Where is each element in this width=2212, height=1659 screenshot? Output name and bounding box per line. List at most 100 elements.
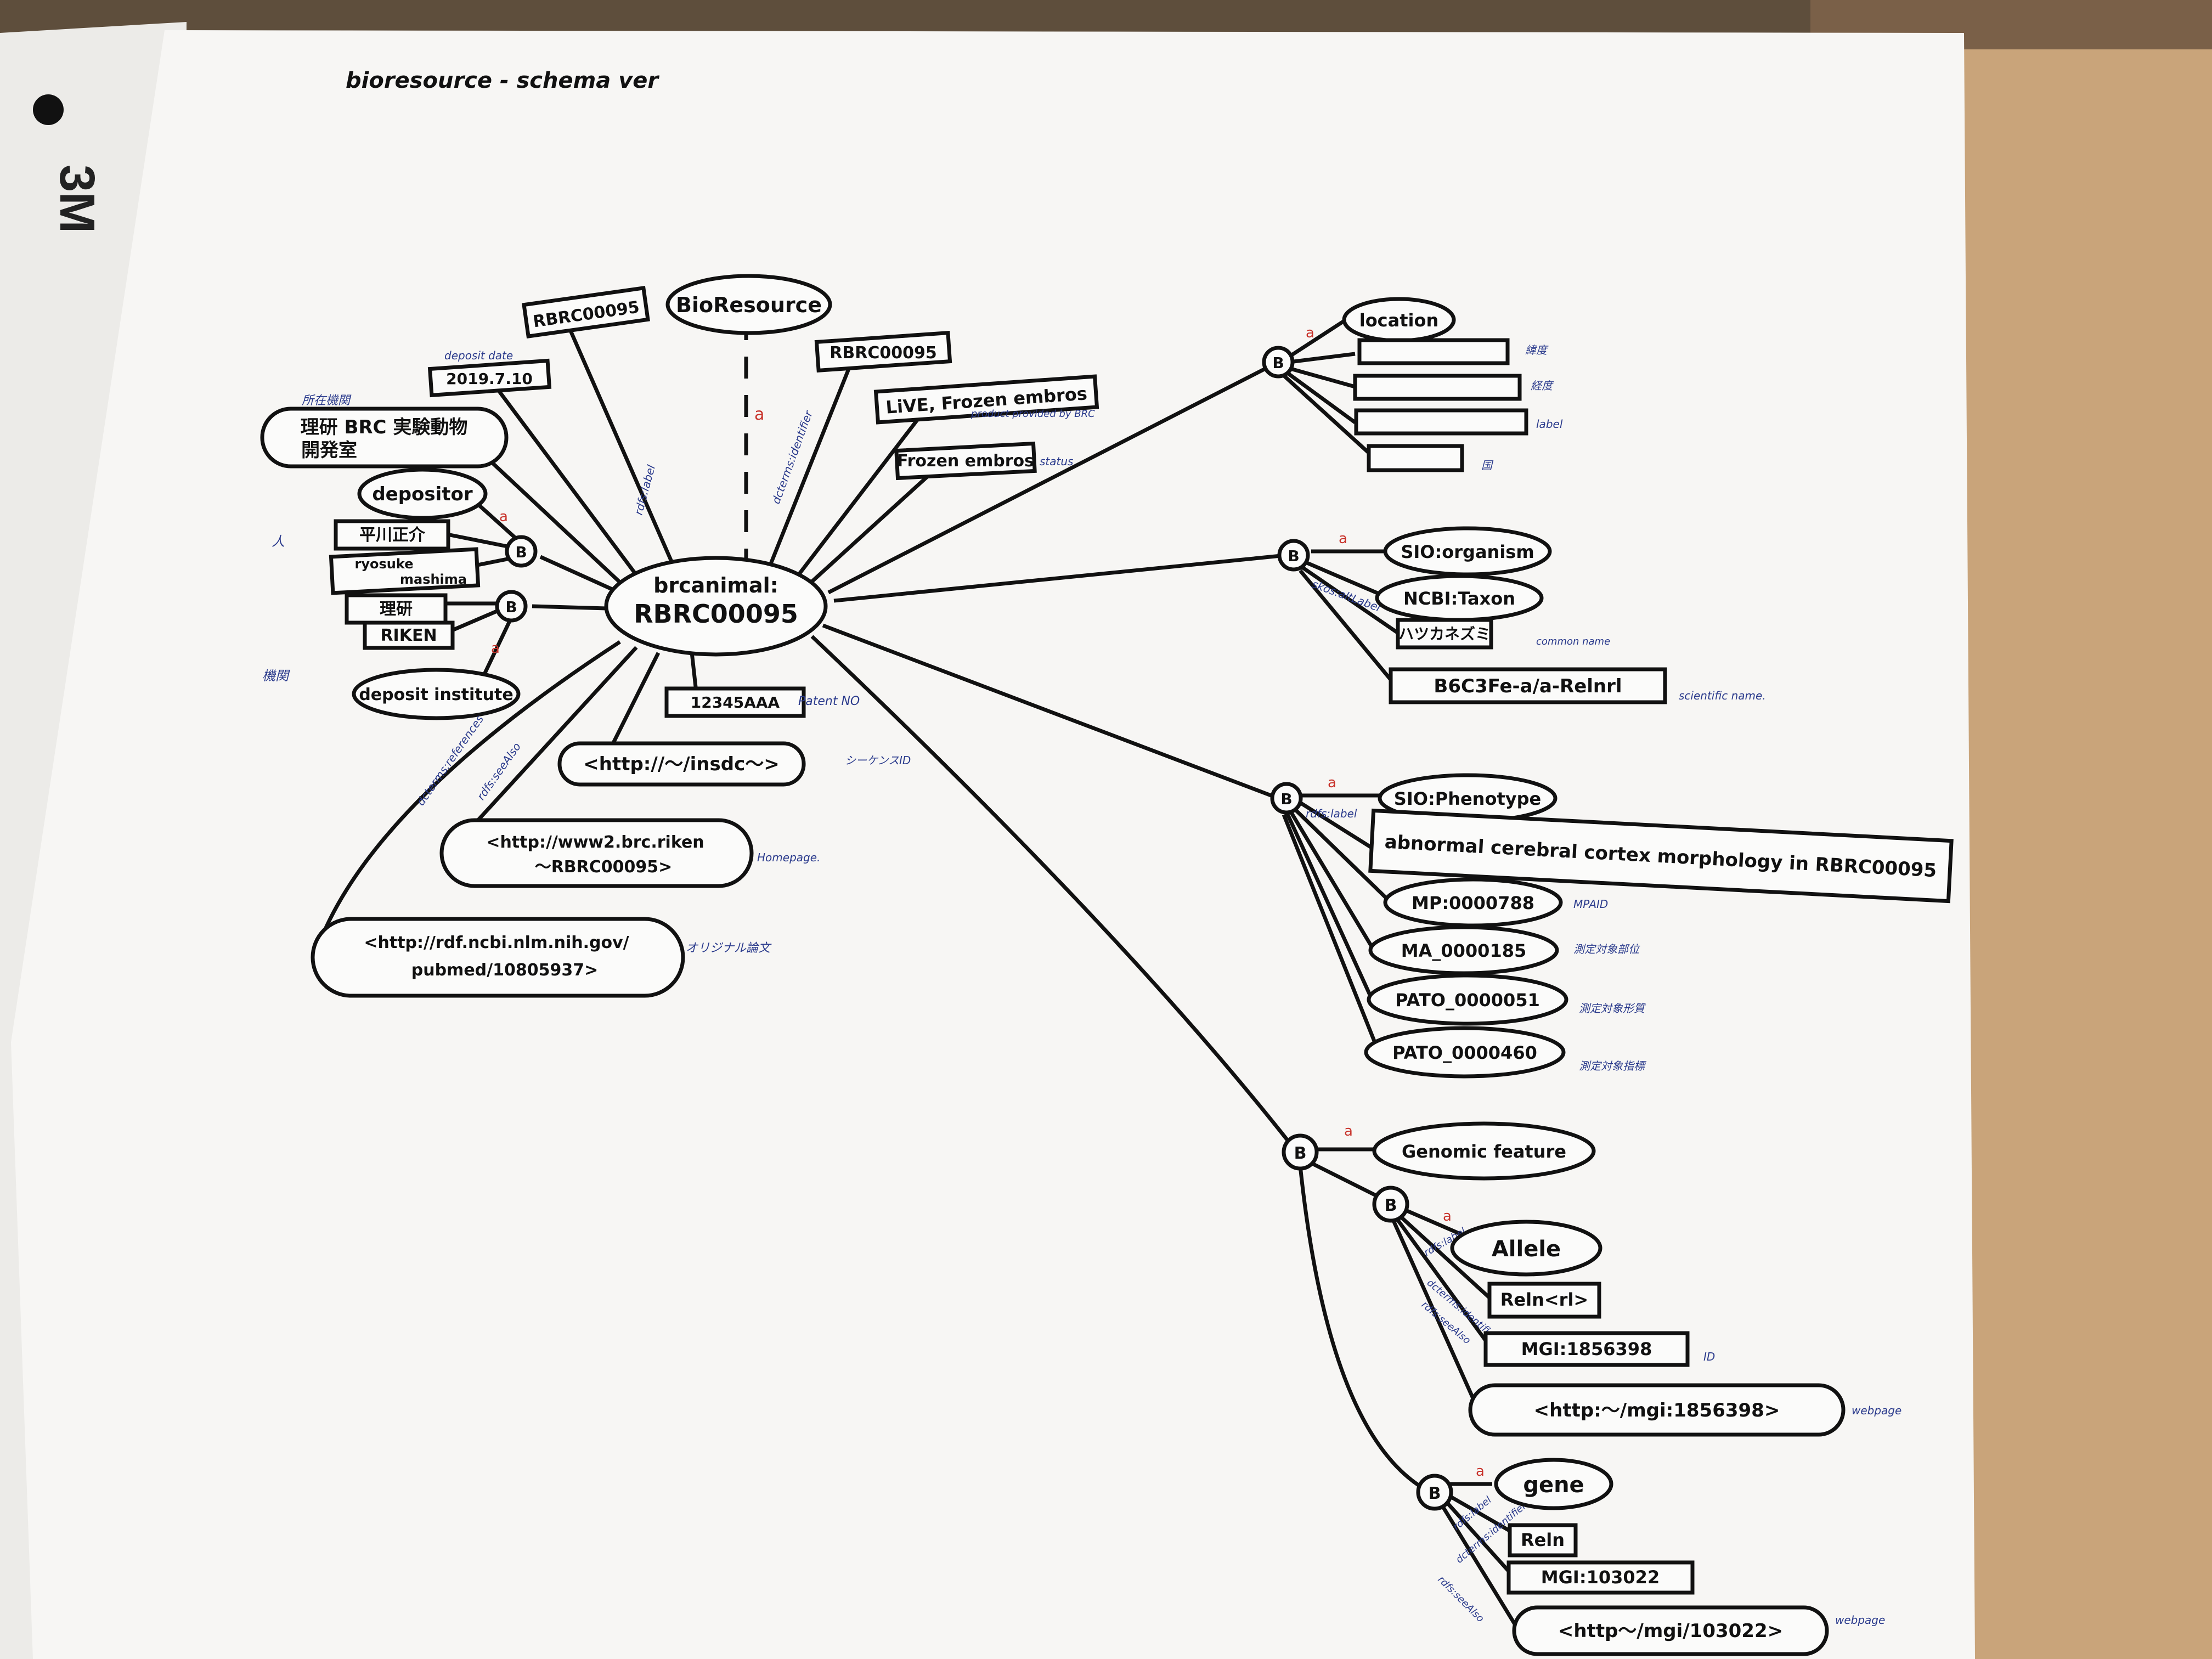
blank-node-gene: B bbox=[1429, 1484, 1441, 1503]
edge-to-location bbox=[827, 363, 1274, 595]
note-mp: MPAID bbox=[1573, 898, 1608, 911]
node-allele-id: MGI:1856398 bbox=[1521, 1339, 1652, 1359]
top-nodes: RBRC00095 BioResource a RBRC00095 LiVE, … bbox=[522, 274, 1099, 516]
type-a-location: a bbox=[1306, 325, 1314, 341]
node-person-en-1: ryosuke bbox=[355, 556, 414, 572]
node-gene-url: <http～/mgi/103022> bbox=[1558, 1620, 1783, 1642]
node-homepage-url-1: <http://www2.brc.riken bbox=[486, 833, 704, 852]
note-pato-2: 測定対象指標 bbox=[1579, 1059, 1647, 1073]
edge-gene-id bbox=[1438, 1493, 1516, 1579]
location-group: B a location 緯度 経度 label 国 bbox=[1262, 297, 1563, 472]
node-mp-id: MP:0000788 bbox=[1412, 893, 1534, 913]
edge-to-rbrc-id bbox=[563, 317, 682, 583]
edges bbox=[321, 317, 1521, 1633]
edge-label-dcterms-identifier-top: dcterms:identifier bbox=[769, 408, 815, 506]
center-line-2: RBRC00095 bbox=[634, 599, 798, 629]
edge-phenotype-pato2 bbox=[1282, 814, 1379, 1049]
note-location-label: label bbox=[1536, 417, 1563, 431]
note-homepage: Homepage. bbox=[757, 851, 820, 864]
binder-hole bbox=[33, 94, 64, 125]
note-location-country: 国 bbox=[1481, 459, 1494, 472]
blank-node-person: B bbox=[515, 543, 527, 561]
blank-node-genomic: B bbox=[1294, 1144, 1307, 1163]
node-person-ja: 平川正介 bbox=[359, 526, 426, 545]
node-depositor: depositor bbox=[372, 483, 473, 505]
edge-to-rbrc-label bbox=[766, 350, 858, 572]
node-person-en-2: mashima bbox=[400, 572, 467, 587]
diagram-title: bioresource - schema ver bbox=[346, 68, 659, 93]
edge-allele-url bbox=[1391, 1220, 1478, 1406]
edge-phenotype-label bbox=[1296, 799, 1373, 849]
edge-gene-url bbox=[1436, 1497, 1521, 1633]
edge-to-seq bbox=[607, 652, 661, 753]
note-common-name: common name bbox=[1536, 636, 1610, 647]
edge-label-phenotype: rdfs:label bbox=[1306, 807, 1357, 820]
type-a-genomic: a bbox=[1344, 1123, 1353, 1139]
edge-to-homepage bbox=[454, 646, 638, 847]
node-allele-label: Reln<rl> bbox=[1500, 1289, 1588, 1310]
edge-location-class bbox=[1288, 319, 1345, 358]
edge-location-1 bbox=[1289, 352, 1356, 364]
note-allele-id: ID bbox=[1703, 1350, 1715, 1363]
node-ncbi-taxon: NCBI:Taxon bbox=[1403, 588, 1515, 609]
organism-group: B a skos:altLabel SIO:organism NCBI:Taxo… bbox=[1277, 526, 1766, 704]
note-location-lat: 緯度 bbox=[1525, 343, 1549, 357]
edge-location-3 bbox=[1282, 369, 1357, 424]
edge-to-pubmed bbox=[321, 640, 621, 934]
node-deposit-date: 2019.7.10 bbox=[446, 370, 533, 388]
edge-to-genomic bbox=[810, 635, 1296, 1151]
edge-genomic-allele bbox=[1305, 1158, 1378, 1198]
note-location-lng: 経度 bbox=[1531, 379, 1554, 392]
note-gene-url: webpage bbox=[1835, 1613, 1885, 1627]
center-line-1: brcanimal: bbox=[653, 573, 778, 597]
node-org-en: RIKEN bbox=[380, 626, 437, 645]
note-seq-id: シーケンスID bbox=[845, 754, 911, 767]
node-seq-url: <http://～/insdc～> bbox=[583, 753, 779, 775]
blank-node-allele: B bbox=[1385, 1196, 1397, 1215]
node-scientific-name: B6C3Fe-a/a-Relnrl bbox=[1434, 675, 1622, 697]
depositor-group: 人 機関 depositor a B 平川正介 ryosuke mashima … bbox=[262, 467, 538, 720]
note-product-provided: product provided by BRC bbox=[970, 408, 1095, 420]
node-allele: Allele bbox=[1492, 1237, 1561, 1262]
note-pato-1: 測定対象形質 bbox=[1579, 1002, 1646, 1015]
note-pubmed: オリジナル論文 bbox=[686, 941, 772, 955]
note-patent: Patent NO bbox=[798, 695, 860, 708]
node-pato-2: PATO_0000460 bbox=[1392, 1042, 1537, 1063]
node-frozen-embros: Frozen embros bbox=[897, 452, 1034, 471]
node-institute-line-2: 開発室 bbox=[301, 439, 357, 461]
board-3m-logo: 3M bbox=[49, 165, 104, 233]
edge-label-rdfs-label-top: rdfs:label bbox=[632, 463, 658, 516]
edge-gene-label bbox=[1442, 1490, 1515, 1536]
edge-organism-taxon bbox=[1305, 560, 1384, 597]
edge-phenotype-pato1 bbox=[1284, 811, 1374, 1000]
edge-organism-scientific bbox=[1299, 569, 1395, 685]
edge-phenotype-mp bbox=[1290, 805, 1390, 901]
note-person: 人 bbox=[272, 534, 285, 549]
edge-allele-id bbox=[1395, 1216, 1494, 1351]
edge-org-institute bbox=[481, 619, 512, 679]
node-sio-phenotype: SIO:Phenotype bbox=[1394, 788, 1541, 809]
note-scientific-name: scientific name. bbox=[1679, 689, 1766, 702]
edge-to-frozen bbox=[810, 470, 934, 583]
node-bioresource: BioResource bbox=[676, 293, 822, 317]
type-a-organism: a bbox=[1339, 531, 1347, 547]
node-rbrc-label: RBRC00095 bbox=[830, 343, 936, 363]
node-org-ja: 理研 bbox=[380, 600, 413, 619]
edge-label-see-also: rdfs:seeAlso bbox=[474, 740, 523, 803]
node-gene-label: Reln bbox=[1521, 1530, 1565, 1550]
node-deposit-institute: deposit institute bbox=[359, 685, 513, 704]
type-a-bioresource: a bbox=[754, 405, 764, 424]
node-pato-1: PATO_0000051 bbox=[1395, 990, 1540, 1011]
blank-node-organism: B bbox=[1288, 547, 1299, 565]
type-a-allele: a bbox=[1443, 1208, 1452, 1224]
node-pubmed-url-2: pubmed/10805937> bbox=[411, 961, 598, 980]
node-common-name: ハツカネズミ bbox=[1398, 625, 1491, 643]
deposit-meta: deposit date 2019.7.10 所在機関 理研 BRC 実験動物 … bbox=[260, 349, 552, 469]
type-a-depositor: a bbox=[499, 509, 508, 525]
note-ma: 測定対象部位 bbox=[1573, 943, 1640, 956]
node-location-class: location bbox=[1359, 310, 1439, 331]
note-institute: 所在機関 bbox=[302, 394, 352, 408]
node-gene-id: MGI:103022 bbox=[1541, 1567, 1660, 1588]
reference-nodes: 12345AAA Patent NO <http://～/insdc～> シーケ… bbox=[311, 686, 911, 998]
